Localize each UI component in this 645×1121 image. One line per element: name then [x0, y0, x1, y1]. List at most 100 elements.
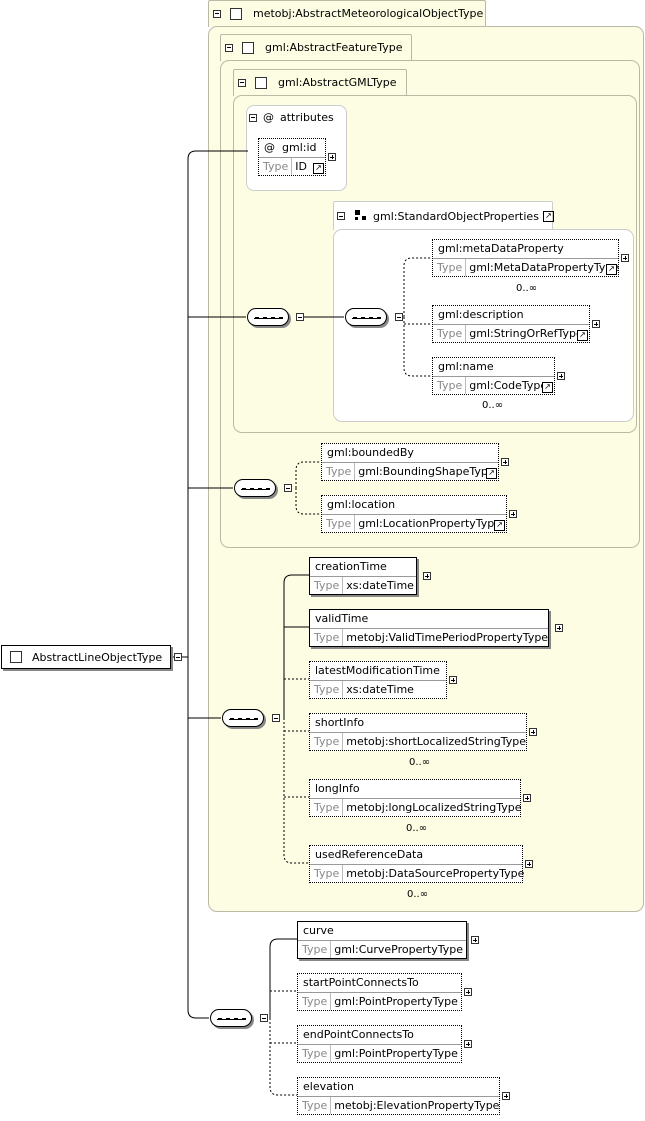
standard-props-tab [333, 201, 553, 230]
abstract-type-icon [230, 7, 242, 20]
type-label: Type [298, 1097, 332, 1114]
attributes-title: attributes [280, 111, 334, 124]
plus-icon[interactable] [464, 988, 472, 996]
at-icon: @ [263, 111, 274, 124]
collapse-icon[interactable] [272, 714, 280, 722]
collapse-icon[interactable] [296, 313, 304, 321]
plus-icon[interactable] [557, 372, 565, 380]
type-value: gml:CurvePropertyType [334, 943, 463, 956]
type-label: Type [322, 515, 356, 532]
type-value: gml:StringOrRefType [469, 327, 583, 340]
element-name: shortInfo [315, 716, 365, 729]
plus-icon[interactable] [464, 1040, 472, 1048]
collapse-icon[interactable] [337, 212, 345, 220]
plus-icon[interactable] [509, 510, 517, 518]
type-value: gml:CodeType [469, 379, 548, 392]
collapse-icon[interactable] [225, 43, 233, 52]
link-arrow-icon[interactable]: ↗ [486, 468, 497, 479]
element-name: startPointConnectsTo [303, 976, 419, 989]
type-label: Type [298, 941, 332, 958]
element-name: validTime [315, 612, 369, 625]
cardinality: 0..∞ [406, 823, 428, 834]
sequence-icon [234, 479, 276, 497]
cardinality: 0..∞ [482, 400, 504, 411]
plus-icon[interactable] [449, 676, 457, 684]
group-icon [355, 210, 366, 220]
feature-ext-header: gml:AbstractFeatureType [225, 41, 402, 54]
collapse-icon[interactable] [174, 653, 182, 661]
type-label: Type [298, 993, 332, 1010]
link-arrow-icon[interactable]: ↗ [494, 520, 505, 531]
plus-icon[interactable] [501, 458, 509, 466]
collapse-icon[interactable] [238, 78, 246, 87]
type-value: gml:LocationPropertyType [358, 517, 502, 530]
meteorological-ext-tab [208, 0, 486, 27]
sequence-icon [247, 308, 289, 326]
collapse-icon[interactable] [249, 113, 257, 122]
cardinality: 0..∞ [409, 757, 431, 768]
plus-icon[interactable] [523, 794, 531, 802]
element-name: endPointConnectsTo [303, 1028, 414, 1041]
plus-icon[interactable] [423, 572, 431, 580]
type-value: gml:BoundingShapeType [358, 465, 495, 478]
collapse-icon[interactable] [284, 484, 292, 492]
plus-icon[interactable] [529, 728, 537, 736]
type-value: metobj:ElevationPropertyType [334, 1099, 500, 1112]
cardinality: 0..∞ [516, 283, 538, 294]
link-arrow-icon[interactable]: ↗ [606, 264, 617, 275]
element-name: creationTime [315, 560, 387, 573]
plus-icon[interactable] [471, 936, 479, 944]
sequence-icon [345, 308, 387, 326]
type-value: xs:dateTime [346, 579, 414, 592]
plus-icon[interactable] [555, 624, 563, 632]
element-name: latestModificationTime [315, 664, 440, 677]
standard-props-title: gml:StandardObjectProperties [373, 209, 539, 223]
link-arrow-icon[interactable]: ↗ [542, 210, 554, 222]
element-name: gml:metaDataProperty [438, 242, 564, 255]
element-name: gml:location [327, 498, 396, 511]
root-type-box[interactable]: AbstractLineObjectType [1, 645, 171, 669]
abstract-type-icon [10, 651, 22, 663]
type-label: Type [433, 377, 467, 394]
type-value: gml:PointPropertyType [334, 995, 458, 1008]
type-value: xs:dateTime [346, 683, 414, 696]
link-arrow-icon[interactable]: ↗ [542, 382, 553, 393]
feature-ext-title: gml:AbstractFeatureType [265, 41, 403, 54]
abstract-type-icon [242, 41, 254, 54]
element-name: gml:name [438, 360, 494, 373]
sequence-icon [210, 1009, 252, 1027]
plus-icon[interactable] [592, 320, 600, 328]
type-label: Type [322, 463, 356, 480]
type-label: Type [298, 1045, 332, 1062]
element-name: gml:boundedBy [327, 446, 414, 459]
collapse-icon[interactable] [213, 9, 221, 18]
meteorological-ext-header: metobj:AbstractMeteorologicalObjectType [213, 7, 483, 20]
plus-icon[interactable] [328, 153, 336, 161]
link-arrow-icon[interactable]: ↗ [313, 163, 324, 174]
plus-icon[interactable] [525, 860, 533, 868]
link-arrow-icon[interactable]: ↗ [577, 330, 588, 341]
plus-icon[interactable] [502, 1092, 510, 1100]
attribute-name: gml:id [282, 141, 317, 154]
type-value: metobj:ValidTimePeriodPropertyType [346, 631, 549, 644]
plus-icon[interactable] [621, 254, 629, 262]
collapse-icon[interactable] [395, 313, 403, 321]
collapse-icon[interactable] [260, 1014, 268, 1022]
